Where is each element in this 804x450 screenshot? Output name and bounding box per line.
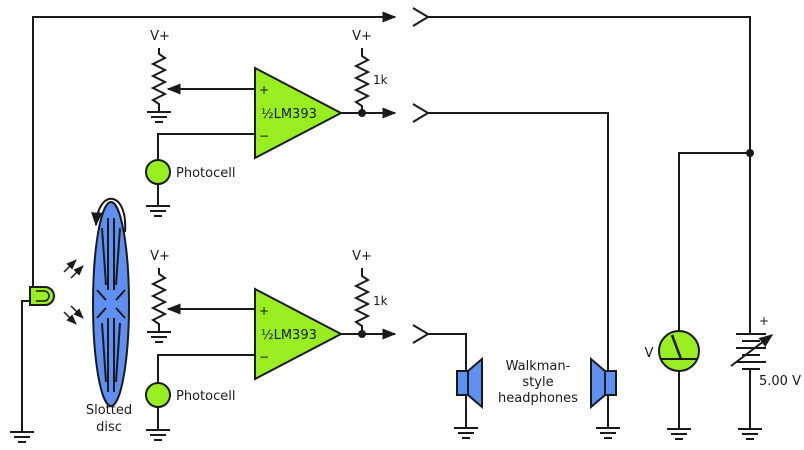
disc-label-line1: Slotted — [86, 403, 132, 418]
pullup-resistor-lower — [353, 268, 371, 334]
speaker-left-icon — [456, 356, 483, 410]
headphones: Walkman- style headphones — [453, 356, 621, 439]
voltmeter-icon — [658, 330, 700, 372]
photocell-lower — [145, 382, 171, 408]
led — [9, 259, 84, 443]
photocell-upper — [145, 159, 171, 185]
battery-plus-label: + — [759, 314, 769, 328]
lower-channel: V+ Photocell + − ½LM393 V+ 1k — [145, 249, 467, 441]
potentiometer-lower — [150, 268, 168, 332]
comparator-lower — [254, 287, 344, 381]
voltmeter-label: V — [645, 346, 654, 361]
battery-value-label: 5.00 V — [759, 374, 801, 389]
minus-input-label-lower: − — [259, 350, 269, 364]
headphones-label-line3: headphones — [498, 391, 578, 406]
pot-vplus-label-lower: V+ — [150, 249, 170, 264]
pot-vplus-label: V+ — [150, 29, 170, 44]
pullup-value-upper: 1k — [373, 73, 388, 87]
headphones-label-line2: style — [522, 375, 553, 390]
upper-channel: V+ Photocell + − ½LM393 V+ 1k — [145, 29, 609, 370]
comparator-lower-label: ½LM393 — [261, 328, 317, 343]
speaker-right-icon — [590, 356, 617, 410]
potentiometer — [150, 48, 168, 112]
slotted-disc: Slotted disc — [86, 197, 132, 435]
pullup-value-lower: 1k — [373, 294, 388, 308]
light-emission-arrows — [63, 259, 84, 325]
photocell-lower-label: Photocell — [176, 389, 235, 404]
comparator-upper — [254, 66, 344, 160]
top-supply-wire — [32, 7, 751, 292]
pullup-vplus-label-lower: V+ — [352, 249, 372, 264]
plus-input-label-lower: + — [259, 304, 269, 318]
voltmeter-and-supply: V + 5.00 V — [645, 149, 801, 440]
pullup-resistor-upper — [353, 48, 371, 113]
minus-input-label: − — [259, 129, 269, 143]
plus-input-label: + — [259, 83, 269, 97]
photocell-upper-label: Photocell — [176, 166, 235, 181]
headphones-label-line1: Walkman- — [506, 359, 571, 374]
variable-battery-icon — [730, 333, 774, 370]
disc-label-line2: disc — [96, 420, 122, 435]
pullup-vplus-label: V+ — [352, 29, 372, 44]
comparator-upper-label: ½LM393 — [261, 107, 317, 122]
